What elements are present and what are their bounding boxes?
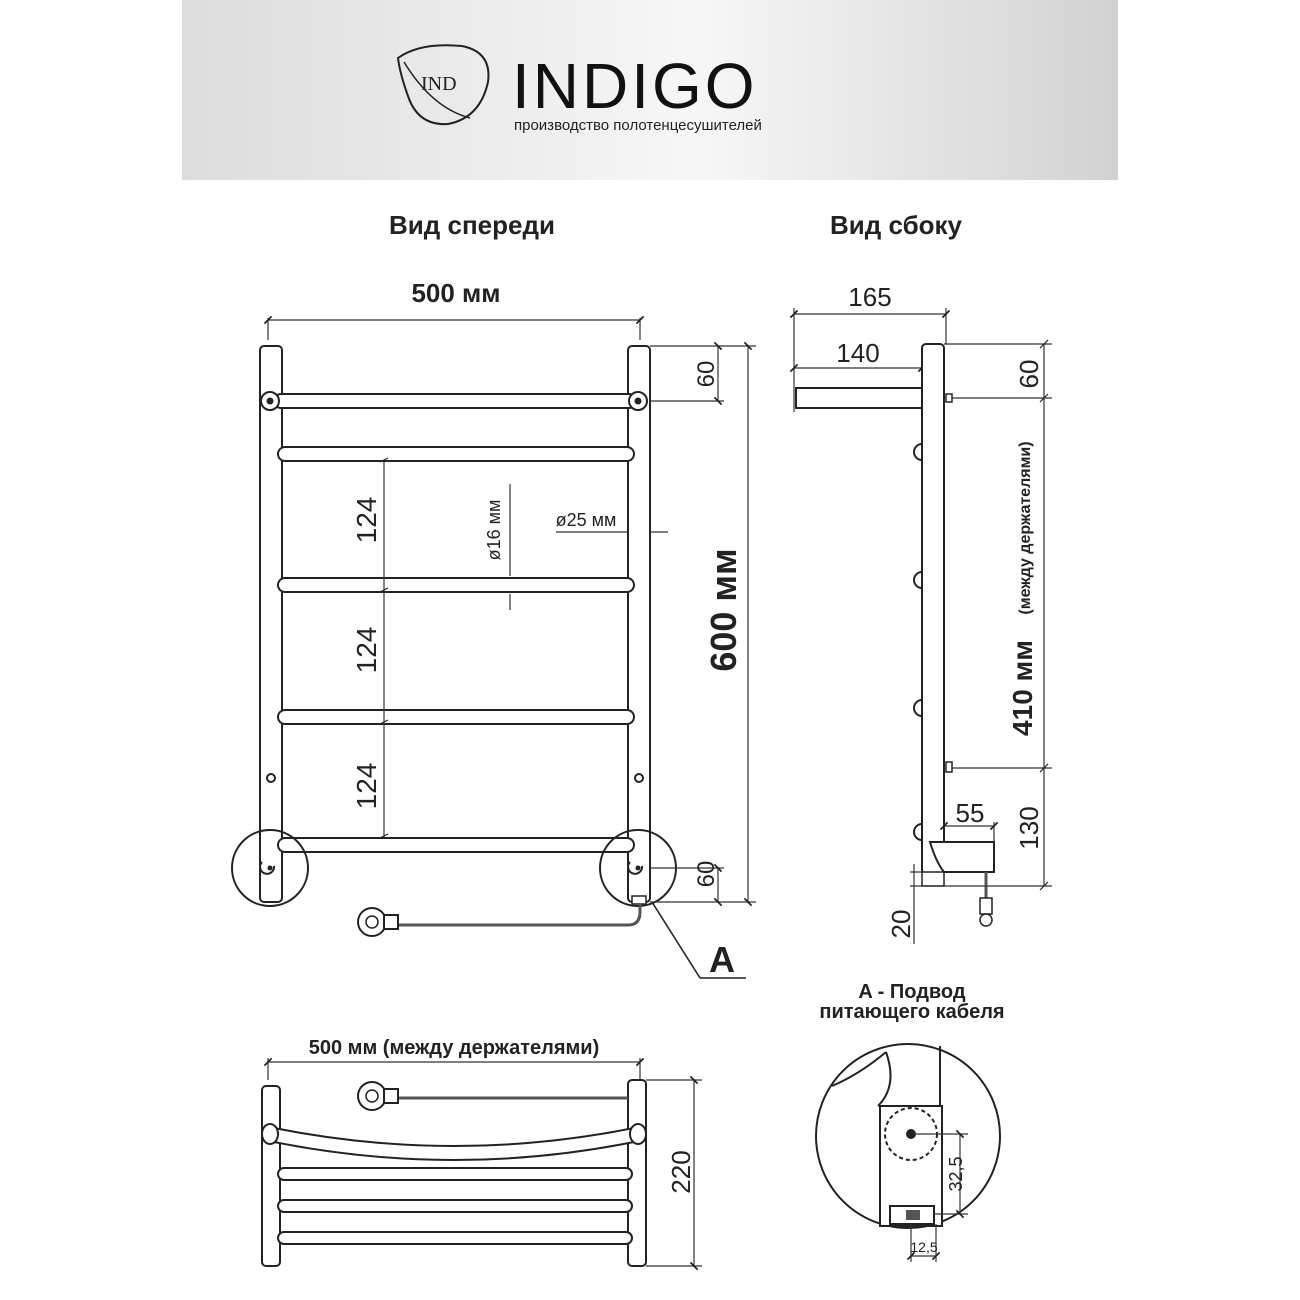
detail-horizontal-label: 12,5 [910,1239,937,1255]
brand-logo: IND INDIGO производство полотенцесушител… [396,44,762,134]
brand-banner [182,0,1118,180]
mount-distance-note: (между держателями) [1017,441,1034,614]
mount-mid-right [634,773,644,783]
mount-distance-label: 410 мм [1007,640,1038,736]
side-top-offset-label: 60 [1014,360,1044,389]
width-label: 500 мм [411,278,500,308]
side-upright [921,343,945,875]
crossbar-top [273,393,637,409]
spacing-label-2: 124 [351,627,382,674]
side-view: 165 140 55 20 [789,282,1052,944]
spacing-label-3: 124 [351,763,382,810]
heater-depth-label: 55 [956,798,985,828]
detail-vertical-label: 32,5 [946,1156,966,1191]
power-cable [396,904,642,927]
top-view: 500 мм (между держателями) 220 [261,1037,702,1271]
crossbar-4 [277,709,635,725]
depth-total-label: 165 [848,282,891,312]
side-plug-icon [979,897,993,927]
upright-diameter-label: ø25 мм [556,510,617,530]
right-upright [627,345,651,903]
logo-mark: IND [421,73,457,95]
crossbar-2 [277,446,635,462]
bottom-offset-label: 60 [693,861,720,888]
mount-mid-left [266,773,276,783]
bottom-mount-left [231,829,309,907]
detail-circle [815,1043,1001,1229]
spacing-label-1: 124 [351,497,382,544]
top-depth-label: 220 [666,1150,696,1193]
side-bracket [795,387,936,409]
detail-title-line2: питающего кабеля [819,1001,1004,1023]
top-offset-label: 60 [693,361,720,388]
brand-name: INDIGO [512,50,758,122]
brand-tagline: производство полотенцесушителей [514,117,762,134]
crossbar-diameter-label: ø16 мм [484,500,504,561]
detail-a: A - Подвод питающего кабеля 32,5 12,5 [815,981,1005,1262]
crossbar-bottom [277,837,635,853]
top-curved-bar [273,1126,635,1161]
plug-icon [357,907,399,937]
logo-leaf-icon [396,44,490,126]
side-view-title: Вид сбоку [830,210,963,240]
front-view: 500 мм A [231,278,756,980]
cable-offset-label: 20 [886,910,916,939]
height-label: 600 мм [703,548,744,671]
left-upright [259,345,283,903]
depth-bracket-label: 140 [836,338,879,368]
side-bottom-offset-label: 130 [1014,806,1044,849]
crossbar-3 [277,577,635,593]
top-plug-icon [357,1081,399,1111]
front-view-title: Вид спереди [389,210,555,240]
detail-title-line1: A - Подвод [858,981,965,1003]
detail-marker: A [709,939,735,980]
top-width-label: 500 мм (между держателями) [309,1037,600,1059]
